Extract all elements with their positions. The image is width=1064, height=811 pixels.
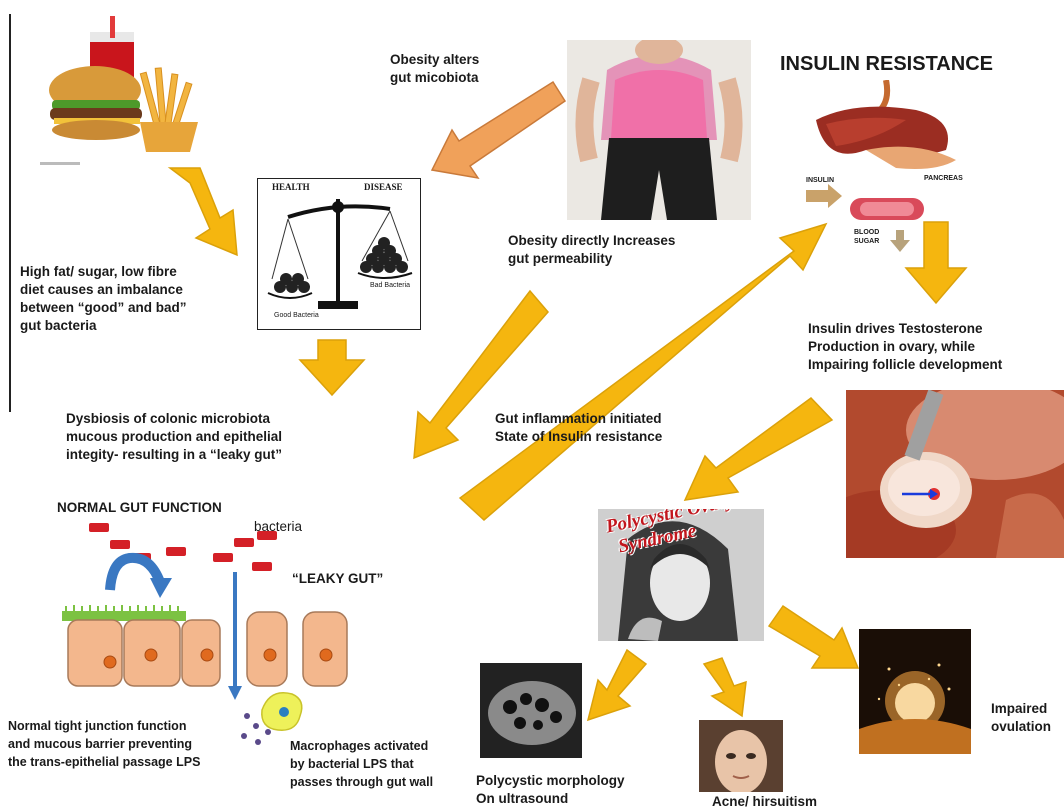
cell-4 <box>247 612 287 686</box>
bacteria-label: bacteria <box>254 518 302 536</box>
bacteria-8 <box>252 562 272 571</box>
bacteria-4 <box>166 547 186 556</box>
normal-flow-arrow <box>110 558 160 590</box>
leaky-gut-label: “LEAKY GUT” <box>292 570 383 588</box>
cell-1 <box>68 620 122 686</box>
bacteria-1 <box>89 523 109 532</box>
acne-label: Acne/ hirsuitism <box>712 793 817 811</box>
bacteria-5 <box>234 538 254 547</box>
dysbiosis-label: Dysbiosis of colonic microbiota mucous p… <box>66 410 282 464</box>
tight-junction-label: Normal tight junction function and mucou… <box>8 717 200 771</box>
obesity-permeability-label: Obesity directly Increases gut permeabil… <box>508 232 675 268</box>
bacteria-7 <box>213 553 233 562</box>
polycystic-morphology-label: Polycystic morphology On ultrasound <box>476 772 625 808</box>
obesity-microbiota-label: Obesity alters gut micobiota <box>390 51 479 87</box>
insulin-resistance-title: INSULIN RESISTANCE <box>780 52 993 76</box>
insulin-drives-label: Insulin drives Testosterone Production i… <box>808 320 1002 374</box>
gut-inflammation-label: Gut inflammation initiated State of Insu… <box>495 410 662 446</box>
bacteria-2 <box>110 540 130 549</box>
normal-gut-label: NORMAL GUT FUNCTION <box>57 499 222 517</box>
diet-imbalance-label: High fat/ sugar, low fibre diet causes a… <box>20 263 187 335</box>
macrophages-label: Macrophages activated by bacterial LPS t… <box>290 737 433 791</box>
impaired-ovulation-label: Impaired ovulation <box>991 700 1051 736</box>
